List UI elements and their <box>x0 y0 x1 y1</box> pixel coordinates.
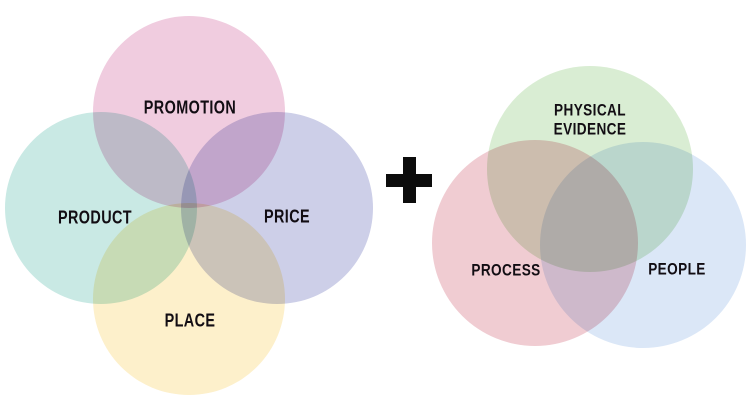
venn-circle-people[interactable] <box>540 142 746 348</box>
venn-circle-place[interactable] <box>93 203 285 395</box>
venn-group-four-ps <box>5 16 373 395</box>
plus-operator-icon <box>386 157 432 203</box>
venn-circle-promotion[interactable] <box>93 16 285 208</box>
venn-group-three-ps <box>432 66 746 348</box>
plus-vertical-bar <box>402 157 416 203</box>
